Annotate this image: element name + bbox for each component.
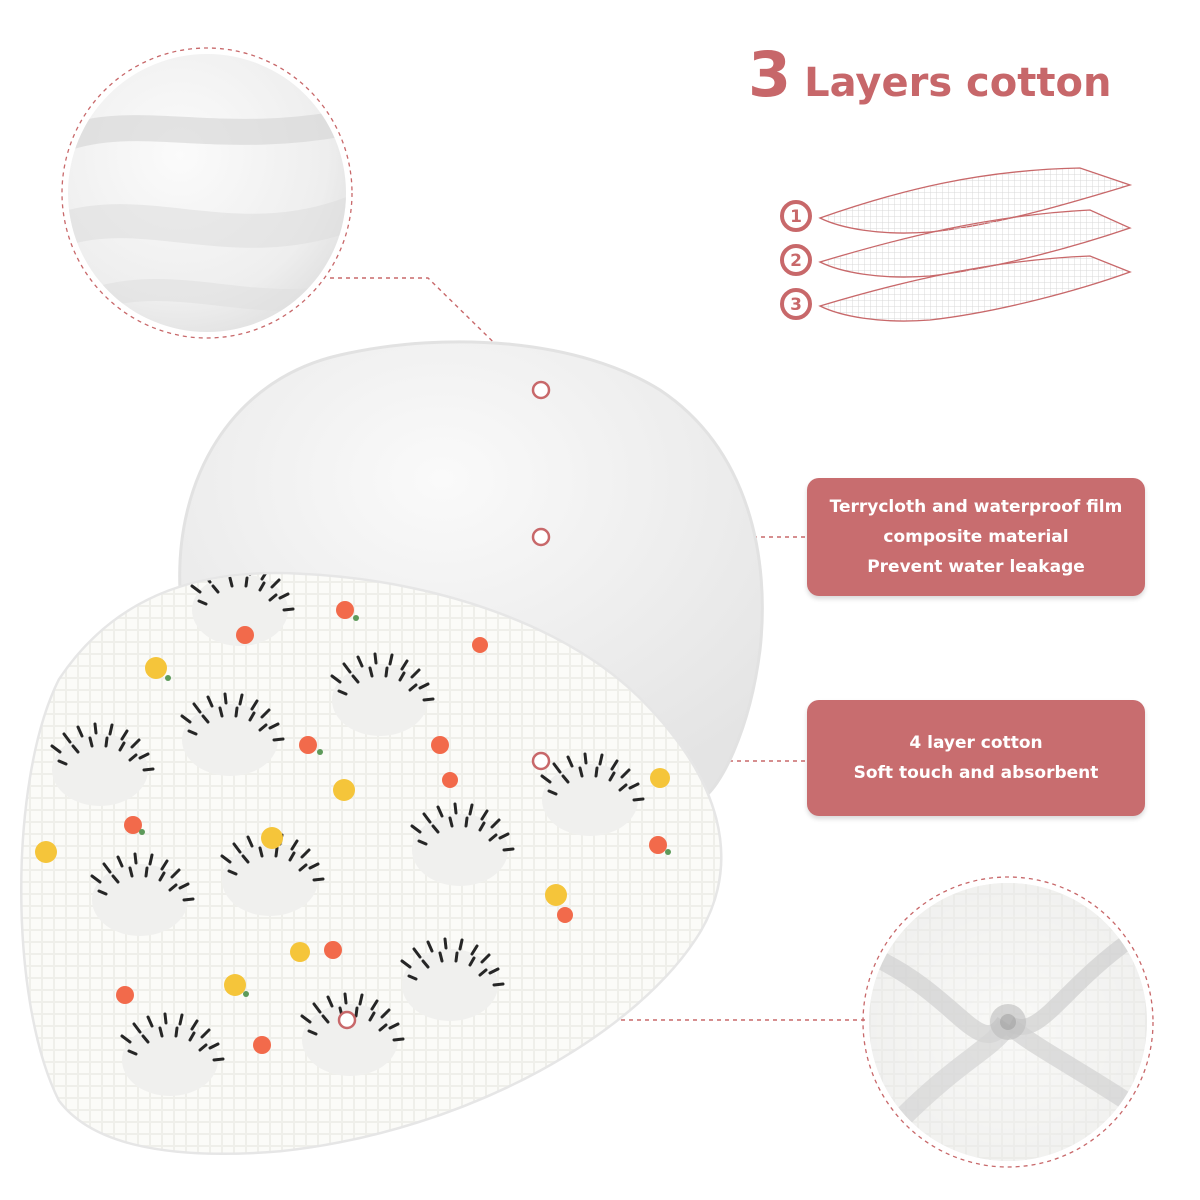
layer-label-2: 2	[790, 251, 802, 271]
layer-badge-1	[780, 200, 812, 232]
callout-terry-line-2: composite material	[883, 527, 1069, 547]
title-text: Layers cotton	[804, 60, 1112, 106]
layer-label-3: 3	[790, 295, 802, 315]
flower-icon	[35, 601, 671, 1054]
callout-cotton: 4 layer cotton Soft touch and absorbent	[807, 700, 1145, 816]
callout-terry-line-3: Prevent water leakage	[867, 557, 1085, 577]
layer-badges: 1 2 3	[780, 200, 812, 320]
callout-cotton-line-1: 4 layer cotton	[909, 733, 1043, 753]
layer-label-1: 1	[790, 207, 802, 227]
pointer-dots	[337, 380, 551, 1030]
callout-terry: Terrycloth and waterproof film composite…	[807, 478, 1145, 596]
title-number: 3	[748, 38, 791, 111]
layer-badge-2	[780, 244, 812, 276]
callout-cotton-line-2: Soft touch and absorbent	[853, 763, 1099, 783]
hedgehog-icon	[0, 0, 53, 36]
callout-terry-line-1: Terrycloth and waterproof film	[829, 497, 1123, 517]
page-title: 3 Layers cotton	[748, 44, 1111, 106]
layers-diagram	[818, 167, 1133, 322]
layer-badge-3	[780, 288, 812, 320]
muslin-texture-icon	[862, 876, 1154, 1168]
terry-texture-icon	[61, 47, 353, 339]
